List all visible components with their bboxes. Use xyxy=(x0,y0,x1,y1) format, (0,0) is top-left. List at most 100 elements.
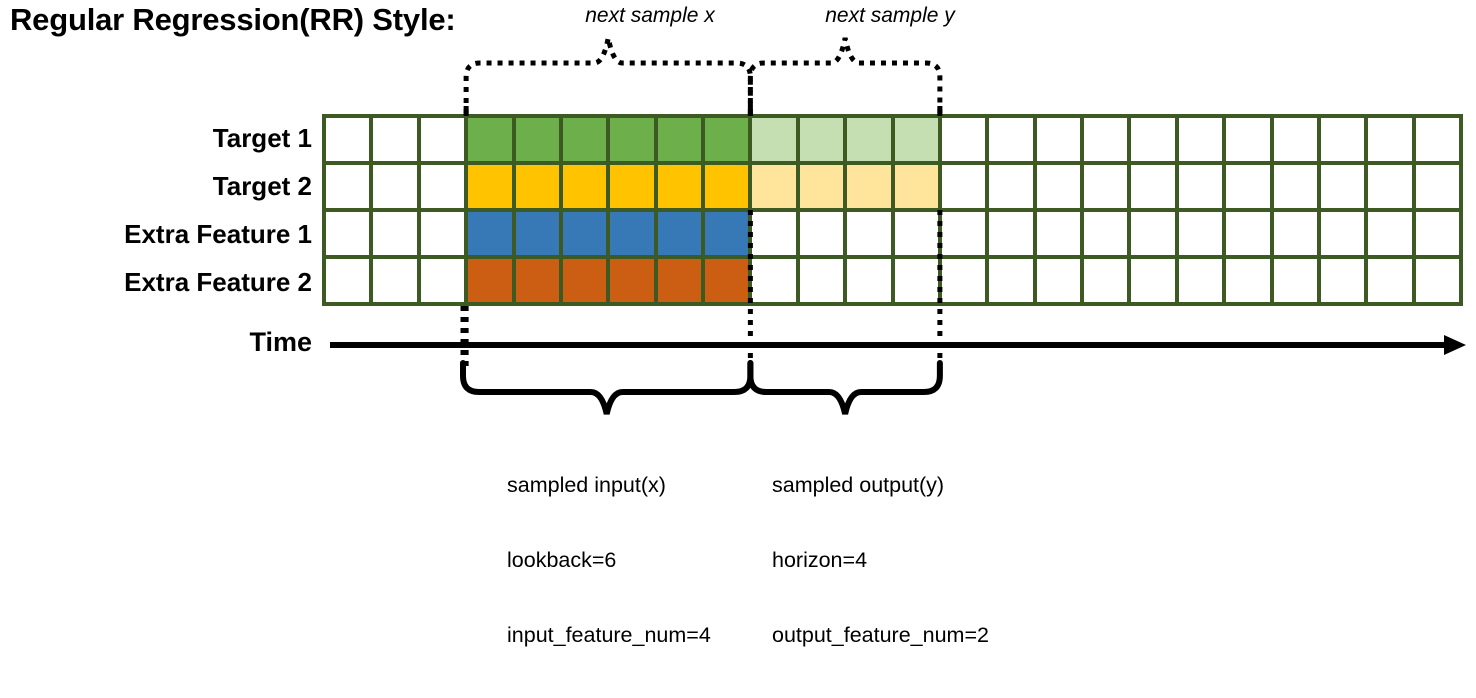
grid-cell xyxy=(420,165,465,208)
grid-cell xyxy=(515,118,559,161)
sampled-input-brace xyxy=(460,360,754,415)
grid-cell xyxy=(1036,118,1080,161)
grid-cell xyxy=(468,118,512,161)
sampled-input-feature-num: input_feature_num=4 xyxy=(507,623,711,647)
grid-cell xyxy=(847,118,891,161)
grid-cell xyxy=(1131,118,1175,161)
page-title: Regular Regression(RR) Style: xyxy=(10,2,456,37)
sampled-input-title: sampled input(x) xyxy=(507,473,666,497)
grid-cell xyxy=(657,259,701,302)
grid-cell xyxy=(1273,259,1317,302)
grid-cell xyxy=(941,118,986,161)
grid-cell xyxy=(1273,212,1317,255)
grid-cell xyxy=(705,118,749,161)
grid-cell xyxy=(420,259,465,302)
grid-cell xyxy=(610,212,654,255)
sampled-output-title: sampled output(y) xyxy=(772,473,945,497)
grid-cell xyxy=(1131,165,1175,208)
grid-cell xyxy=(894,212,938,255)
next-sample-x-brace xyxy=(463,37,753,114)
grid-cell xyxy=(847,165,891,208)
time-axis-arrowhead xyxy=(1444,335,1466,355)
grid-cell xyxy=(1131,212,1175,255)
row-label-target-1: Target 1 xyxy=(10,114,312,162)
grid-cell xyxy=(1036,259,1080,302)
grid-cell xyxy=(989,165,1033,208)
grid-cell xyxy=(326,118,370,161)
grid-cell xyxy=(420,212,465,255)
grid-cell xyxy=(989,118,1033,161)
grid-cell xyxy=(1084,118,1128,161)
grid-cell xyxy=(941,212,986,255)
grid-cell xyxy=(610,118,654,161)
diagram-canvas: Regular Regression(RR) Style: Target 1 T… xyxy=(10,2,1466,647)
grid-cell xyxy=(752,259,796,302)
row-label-text: Target 2 xyxy=(212,170,312,201)
grid-cell xyxy=(1084,259,1128,302)
row-label-text: Extra Feature 1 xyxy=(124,218,312,249)
grid-cell xyxy=(1368,259,1412,302)
grid-cell xyxy=(989,212,1033,255)
grid-cell xyxy=(1320,212,1365,255)
grid-cell xyxy=(989,259,1033,302)
grid-cell xyxy=(1415,212,1459,255)
row-label-extra-feature-2: Extra Feature 2 xyxy=(10,258,312,306)
grid-cell xyxy=(1415,165,1459,208)
grid-cell xyxy=(752,165,796,208)
grid-cell xyxy=(705,212,749,255)
grid-cell xyxy=(1273,118,1317,161)
grid-cell xyxy=(1226,165,1270,208)
grid-cell xyxy=(1131,259,1175,302)
sampled-output-feature-num: output_feature_num=2 xyxy=(772,623,989,647)
sampled-output-horizon: horizon=4 xyxy=(772,548,868,572)
grid-cell xyxy=(799,259,844,302)
grid-cell xyxy=(420,118,465,161)
grid-cell xyxy=(1368,212,1412,255)
sampled-input-lookback: lookback=6 xyxy=(507,548,617,572)
grid-cell xyxy=(1320,259,1365,302)
grid-cell xyxy=(894,118,938,161)
row-label-target-2: Target 2 xyxy=(10,162,312,210)
grid-cell xyxy=(941,165,986,208)
grid-cell xyxy=(373,259,417,302)
grid-cell xyxy=(1178,165,1223,208)
grid-cell xyxy=(1368,118,1412,161)
grid-cell xyxy=(326,259,370,302)
grid-cell xyxy=(1178,259,1223,302)
row-label-column: Target 1 Target 2 Extra Feature 1 Extra … xyxy=(10,114,312,306)
next-sample-y-brace xyxy=(747,37,943,114)
grid-cell xyxy=(1320,165,1365,208)
grid-cell xyxy=(1415,259,1459,302)
sampled-output-brace xyxy=(747,360,943,415)
grid-cell xyxy=(799,212,844,255)
row-label-text: Extra Feature 2 xyxy=(124,266,312,297)
grid-cell xyxy=(515,165,559,208)
grid-cell xyxy=(657,165,701,208)
grid-cell xyxy=(1226,118,1270,161)
grid-cell xyxy=(705,259,749,302)
grid-cell xyxy=(799,165,844,208)
grid-cell xyxy=(468,212,512,255)
sampled-output-caption: sampled output(y) horizon=4 output_featu… xyxy=(772,423,989,698)
grid-cell xyxy=(1320,118,1365,161)
grid-cell xyxy=(894,165,938,208)
grid-cell xyxy=(1084,212,1128,255)
grid-cell xyxy=(941,259,986,302)
grid-cell xyxy=(847,212,891,255)
grid-cell xyxy=(562,165,607,208)
grid-cell xyxy=(657,118,701,161)
grid-cell xyxy=(562,212,607,255)
grid-cell xyxy=(610,165,654,208)
next-sample-x-label: next sample x xyxy=(585,4,715,27)
grid-cell xyxy=(752,212,796,255)
grid-cell xyxy=(515,259,559,302)
grid-cell xyxy=(1226,259,1270,302)
grid-cell xyxy=(1368,165,1412,208)
grid-cell xyxy=(373,165,417,208)
grid-cell xyxy=(373,118,417,161)
grid-cell xyxy=(326,165,370,208)
grid-cell xyxy=(1273,165,1317,208)
grid-cell xyxy=(610,259,654,302)
grid-cell xyxy=(326,212,370,255)
next-sample-y-label: next sample y xyxy=(825,4,955,27)
